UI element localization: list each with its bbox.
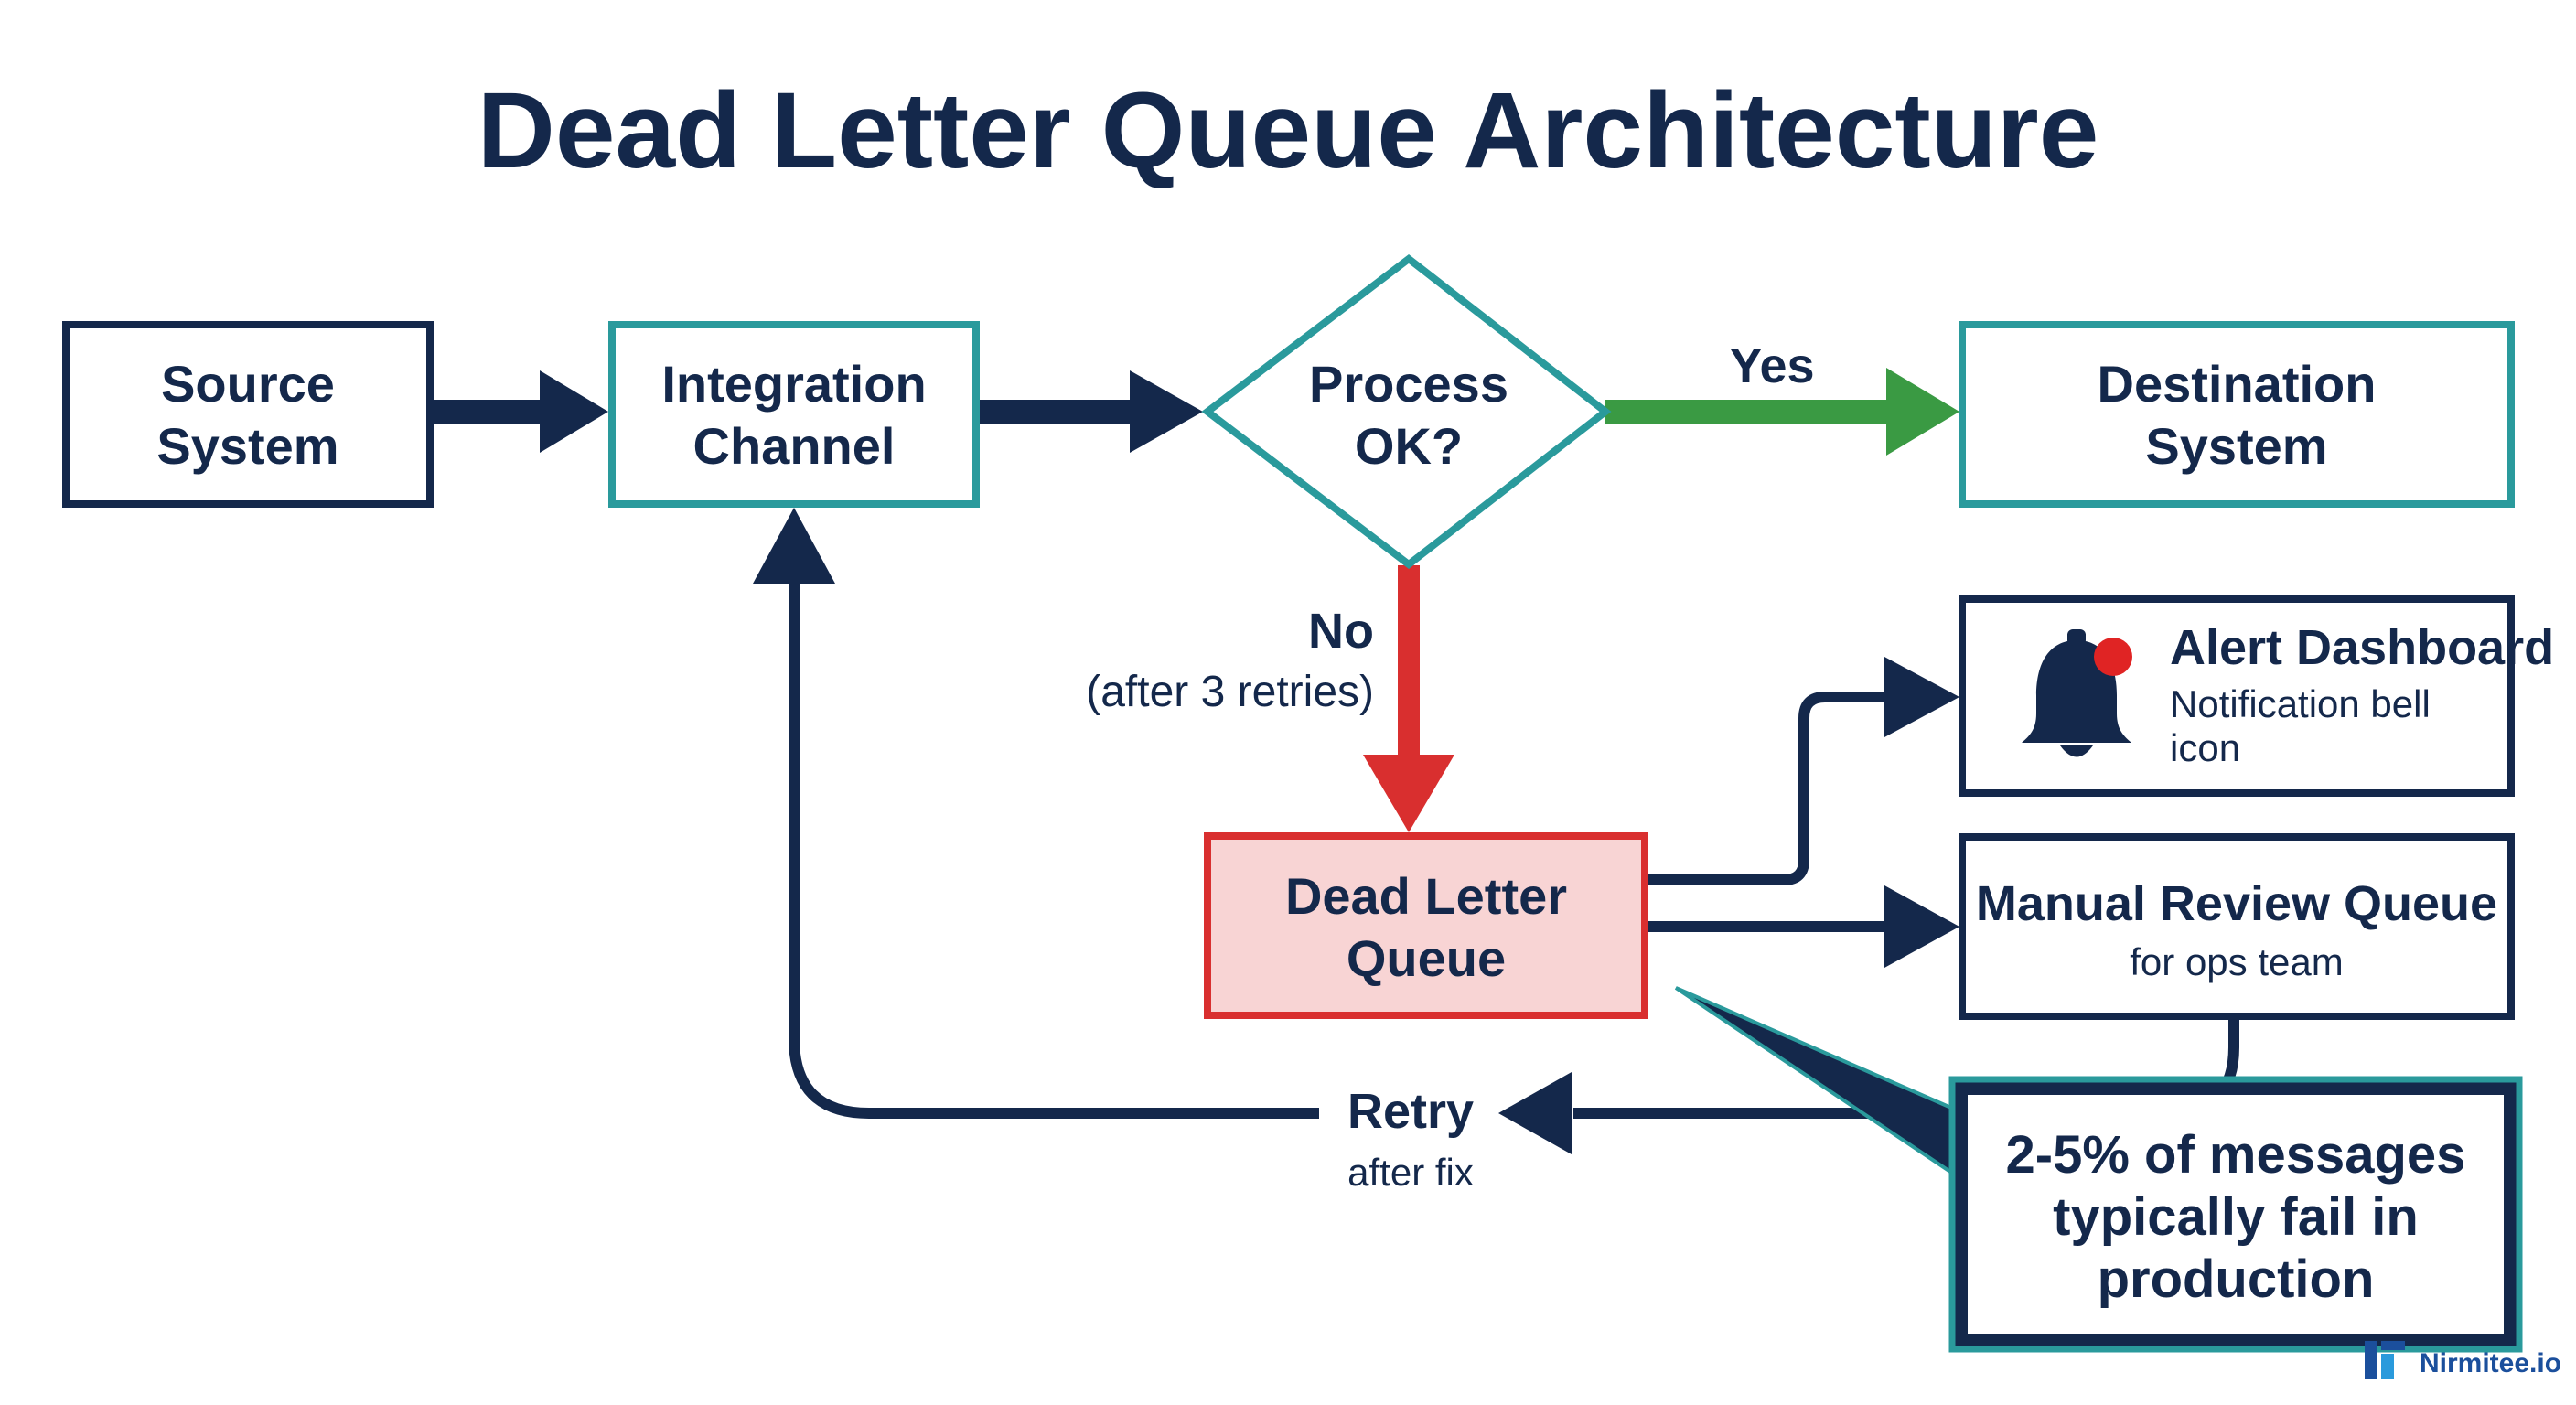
alert-title: Alert Dashboard [2170,620,2554,675]
node-process-decision: Process OK? [1201,253,1612,570]
destination-label-line2: System [2145,417,2327,475]
decision-label-line1: Process [1309,355,1508,413]
callout-line2: typically fail in [2053,1187,2419,1247]
node-manual-review-queue: Manual Review Queue for ops team [1959,833,2515,1020]
no-detail-label: (after 3 retries) [1086,668,1374,716]
callout-line1: 2-5% of messages [2006,1125,2466,1185]
callout-line3: production [2098,1249,2375,1309]
connector-source-to-integration [432,370,608,453]
retry-label: Retry [1347,1084,1474,1139]
page-title: Dead Letter Queue Architecture [478,70,2099,191]
connector-yes-to-destination [1605,368,1959,456]
integration-label-line1: Integration [661,355,926,413]
callout-failure-rate: 2-5% of messages typically fail in produ… [1674,986,2523,1353]
manual-review-title: Manual Review Queue [1976,876,2497,931]
connector-integration-to-decision [979,370,1203,453]
decision-label-line2: OK? [1355,417,1463,475]
yes-label: Yes [1729,338,1814,393]
alert-desc-line2: icon [2170,726,2240,769]
retry-detail-label: after fix [1347,1151,1474,1194]
dlq-label-line2: Queue [1347,929,1506,987]
no-label: No [1308,604,1374,659]
brand-name: Nirmitee.io [2420,1348,2561,1378]
connector-dlq-to-manual-review [1647,885,1959,968]
dlq-label-line1: Dead Letter [1285,867,1567,925]
source-label-line1: Source [161,355,335,413]
destination-label-line1: Destination [2098,355,2377,413]
connector-dlq-to-alert [1647,657,1959,885]
node-destination-system: Destination System [1959,321,2515,508]
node-dead-letter-queue: Dead Letter Queue [1204,832,1648,1019]
node-source-system: Source System [62,321,434,508]
alert-desc-line1: Notification bell [2170,682,2431,725]
node-integration-channel: Integration Channel [608,321,980,508]
connector-no-to-dlq [1363,565,1454,832]
node-alert-dashboard: Alert Dashboard Notification bell icon [1959,595,2554,797]
source-label-line2: System [156,417,338,475]
manual-review-desc: for ops team [2130,940,2343,983]
brand-logo: Nirmitee.io [2365,1341,2561,1379]
alert-dot [2094,638,2132,676]
integration-label-line2: Channel [693,417,896,475]
